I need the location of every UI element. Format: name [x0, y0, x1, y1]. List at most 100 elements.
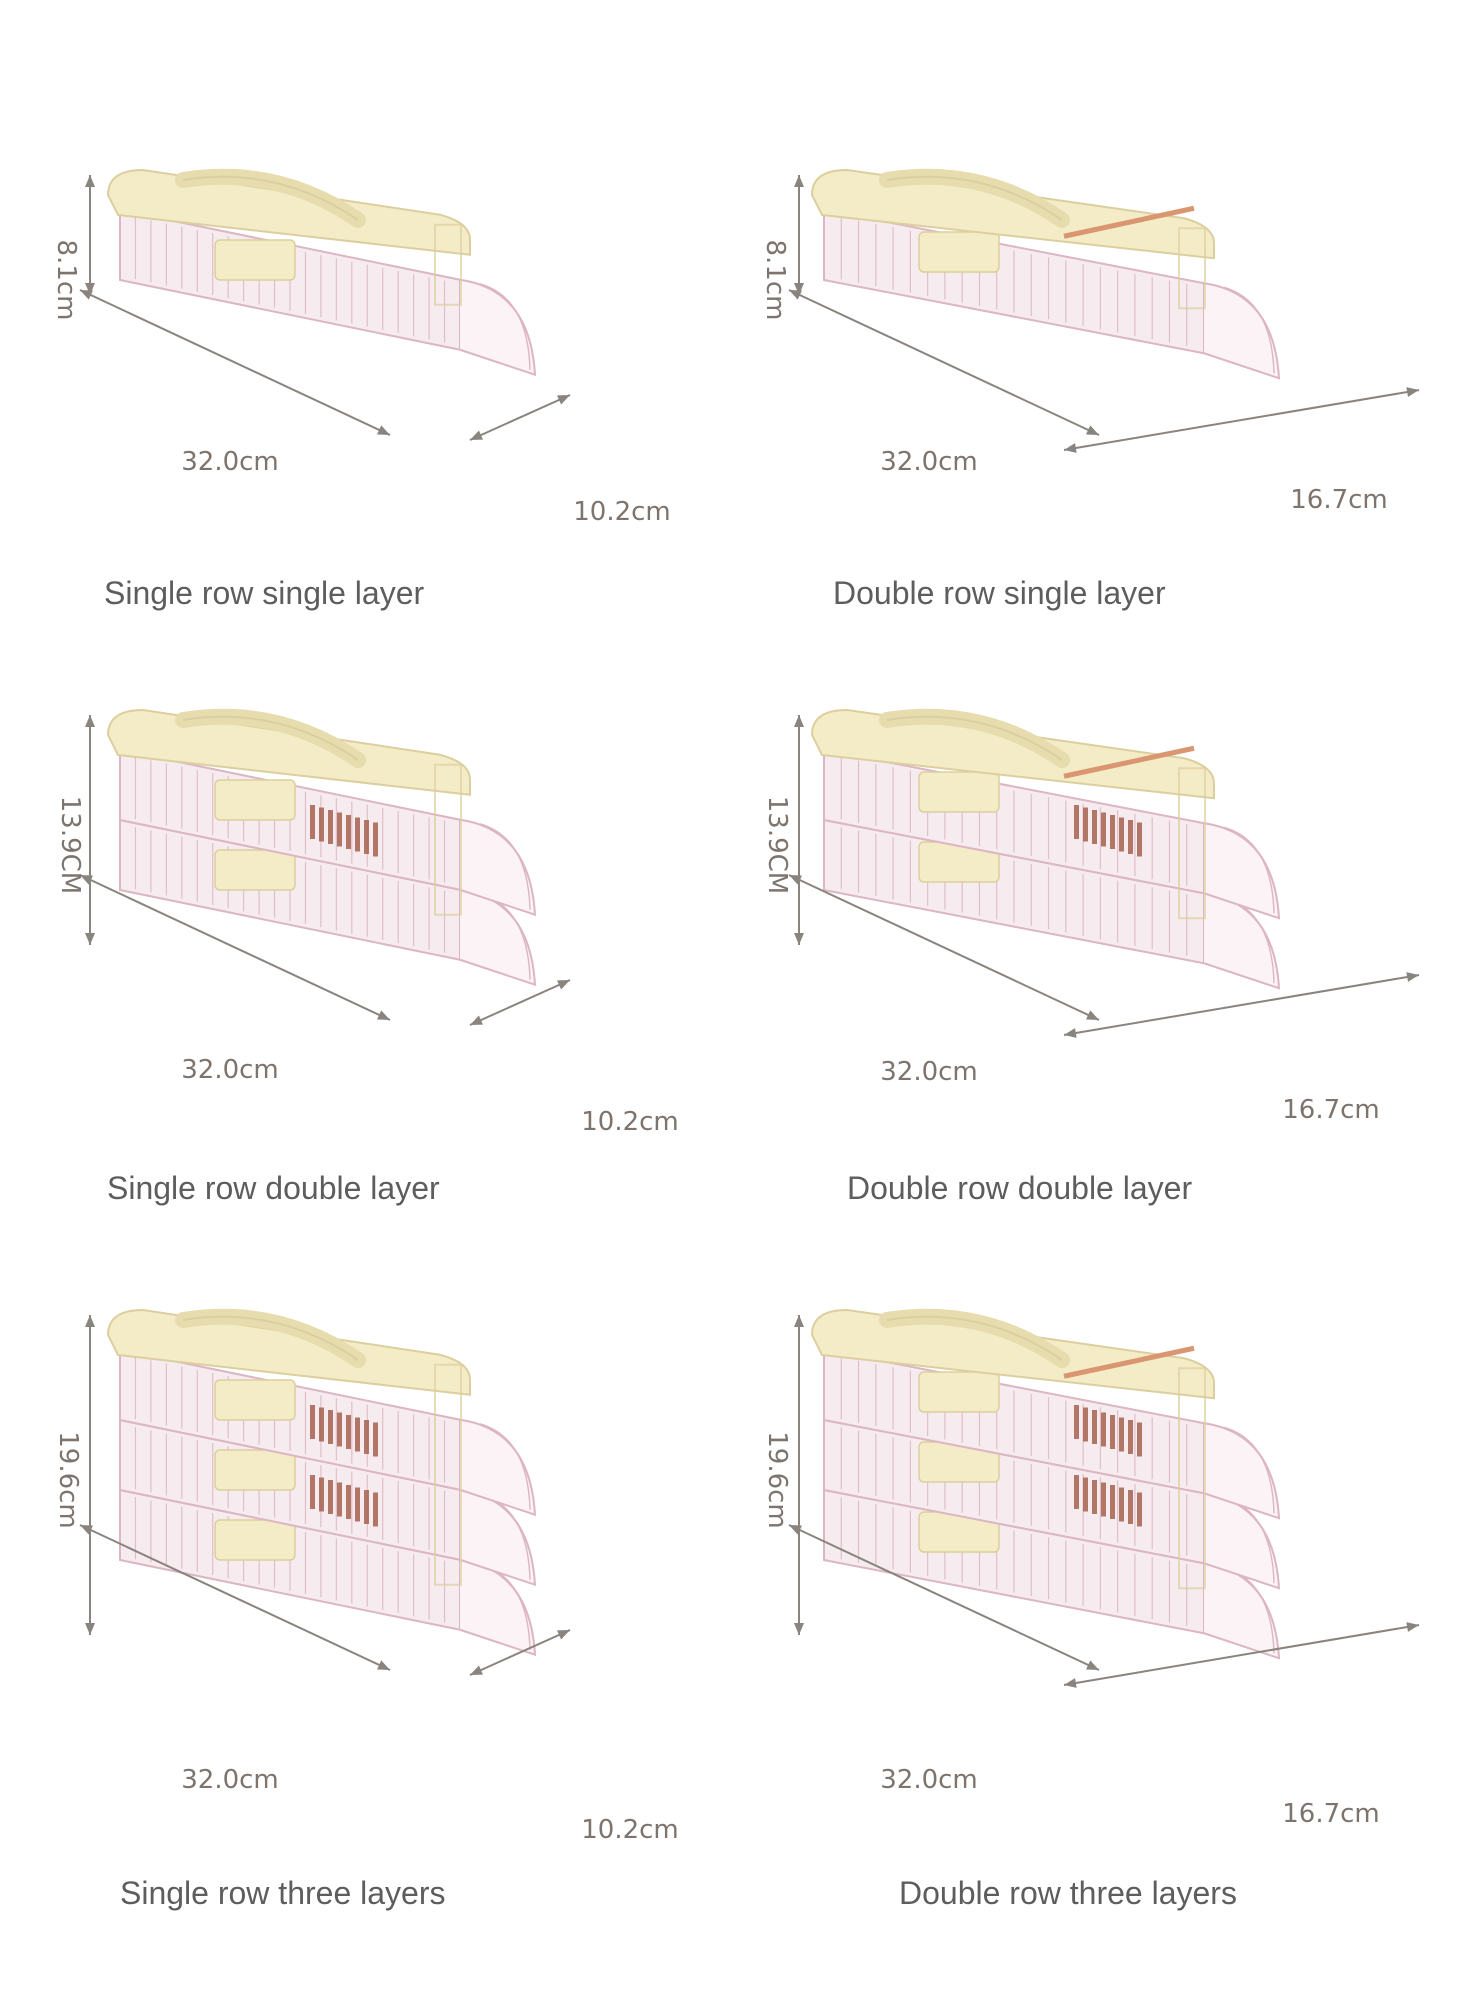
width-arrow [469, 394, 571, 441]
length-arrow [788, 289, 1100, 436]
chopstick [1137, 822, 1142, 857]
tray-layer [119, 818, 537, 987]
width-label: 10.2cm [573, 497, 671, 527]
label-plate [214, 1449, 296, 1491]
chopstick [364, 1490, 369, 1524]
height-label: 19.6cm [53, 1431, 83, 1529]
organizer-illustration [788, 708, 1420, 1038]
height-arrow [85, 715, 95, 945]
chopstick [1119, 817, 1124, 852]
height-arrow [794, 715, 804, 945]
chopstick [373, 1492, 378, 1527]
product-panel-double-row-three-layers: 19.6cm 32.0cm 16.7cm Double row three la… [729, 1290, 1458, 1911]
dimension-overlay: 13.9CM 32.0cm 16.7cm [762, 796, 1380, 1125]
dimension-overlay: 19.6cm 32.0cm 10.2cm [53, 1431, 679, 1845]
tray-layer [823, 1418, 1281, 1590]
tray-layer [823, 1488, 1281, 1660]
height-label: 13.9CM [55, 796, 85, 894]
height-arrow [85, 1315, 95, 1635]
lid [106, 168, 471, 306]
product-caption: Single row three layers [120, 1875, 446, 1911]
chopstick [337, 1412, 342, 1447]
width-arrow [1063, 387, 1420, 453]
height-label: 13.9CM [762, 796, 792, 894]
length-label: 32.0cm [880, 1057, 978, 1087]
chopstick [1074, 1405, 1079, 1439]
tray-layer [119, 208, 537, 377]
length-label: 32.0cm [181, 1765, 279, 1795]
chopstick [364, 820, 369, 854]
chopstick [373, 1422, 378, 1457]
chopstick [1137, 1422, 1142, 1457]
organizer-illustration [79, 708, 571, 1026]
chopstick-rest [1063, 205, 1195, 239]
label-plate [918, 231, 1000, 273]
lid [810, 168, 1215, 310]
product-panel-single-row-single-layer: 8.1cm 32.0cm 10.2cm Single row single la… [0, 150, 729, 750]
chopstick [1074, 805, 1079, 839]
lid [810, 1308, 1215, 1590]
chopstick [319, 1477, 324, 1512]
chopstick [373, 822, 378, 857]
chopstick [346, 815, 351, 849]
chopstick [319, 1407, 324, 1442]
organizer-illustration [79, 1308, 571, 1676]
width-label: 16.7cm [1290, 485, 1388, 515]
product-caption: Single row single layer [104, 575, 425, 611]
height-arrow [794, 175, 804, 295]
width-arrow [469, 979, 571, 1026]
chopstick [310, 1405, 315, 1439]
chopstick [328, 1410, 333, 1444]
length-label: 32.0cm [880, 1765, 978, 1795]
organizer-illustration [79, 168, 571, 441]
dimension-overlay: 8.1cm 32.0cm 10.2cm [51, 240, 671, 527]
organizer-illustration [788, 168, 1420, 453]
length-label: 32.0cm [880, 447, 978, 477]
label-plate [214, 1379, 296, 1421]
chopstick [1110, 1415, 1115, 1449]
lid [106, 708, 471, 916]
product-panel-single-row-three-layers: 19.6cm 32.0cm 10.2cm Single row three la… [0, 1290, 729, 1911]
lid [810, 708, 1215, 920]
length-arrow [79, 1524, 391, 1671]
tray-layer [119, 1348, 537, 1517]
chopstick [346, 1415, 351, 1449]
height-label: 8.1cm [51, 240, 81, 321]
chopstick [1119, 1417, 1124, 1452]
dimension-overlay: 8.1cm 32.0cm 16.7cm [760, 240, 1388, 515]
chopstick [346, 1485, 351, 1519]
front-frame [1178, 1367, 1206, 1590]
height-arrow [85, 175, 95, 295]
product-caption: Double row double layer [847, 1170, 1193, 1206]
product-caption: Double row single layer [833, 575, 1166, 611]
chopstick [1083, 807, 1088, 842]
label-plate [214, 779, 296, 821]
chopstick [328, 810, 333, 844]
length-label: 32.0cm [181, 1055, 279, 1085]
chopstick [355, 1417, 360, 1452]
length-arrow [788, 1524, 1100, 1671]
length-arrow [79, 289, 391, 436]
chopstick [1128, 820, 1133, 854]
length-arrow [788, 874, 1100, 1021]
product-panel-double-row-double-layer: 13.9CM 32.0cm 16.7cm Double row double l… [729, 690, 1458, 1290]
chopstick [364, 1420, 369, 1454]
width-arrow [469, 1629, 571, 1676]
chopstick-rest [1063, 745, 1195, 779]
lid [106, 1308, 471, 1586]
product-panel-single-row-double-layer: 13.9CM 32.0cm 10.2cm Single row double l… [0, 690, 729, 1290]
label-plate [214, 239, 296, 281]
chopstick [1110, 1485, 1115, 1519]
chopstick [1101, 812, 1106, 847]
width-label: 16.7cm [1282, 1799, 1380, 1829]
chopstick [1119, 1487, 1124, 1522]
product-panel-double-row-single-layer: 8.1cm 32.0cm 16.7cm Double row single la… [729, 150, 1458, 750]
front-frame [434, 223, 462, 306]
height-arrow [794, 1315, 804, 1635]
label-plate [214, 849, 296, 891]
chopstick [328, 1480, 333, 1514]
chopstick [337, 1482, 342, 1517]
chopstick [1110, 815, 1115, 849]
length-label: 32.0cm [181, 447, 279, 477]
chopstick [337, 812, 342, 847]
